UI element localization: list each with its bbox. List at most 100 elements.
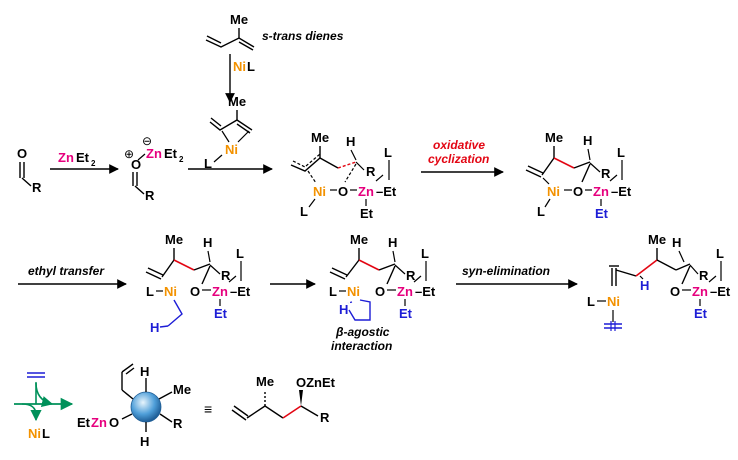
et-zn: Zn [212, 284, 228, 299]
nil-reagent-l: L [247, 59, 255, 74]
oxa-zn-et2: Et [595, 206, 609, 221]
ag-r: R [406, 268, 416, 283]
syn-elimination-label: syn-elimination [462, 264, 550, 278]
ts-h: H [346, 134, 355, 149]
ag-zn-l: L [421, 246, 429, 261]
adduct-zn: Zn [146, 146, 162, 161]
chain-me: Me [256, 374, 274, 389]
ts-zn: Zn [358, 184, 374, 199]
ag-ni: Ni [347, 284, 360, 299]
adduct-sub: 2 [179, 155, 184, 164]
et-zn-et: –Et [230, 284, 251, 299]
ethyl-transfer-label: ethyl transfer [28, 264, 105, 278]
pr-h: H [672, 235, 681, 250]
et-r: R [221, 268, 231, 283]
et-ch-h: H [150, 320, 159, 335]
ts-zn-et: –Et [376, 184, 397, 199]
newman-r: R [173, 416, 183, 431]
ts-o: O [338, 184, 348, 199]
pr-zn: Zn [692, 284, 708, 299]
oxidative-label: oxidative [433, 138, 485, 152]
chain-oznet: OZnEt [296, 375, 336, 390]
ethylene-release: Ni L [14, 372, 74, 441]
newman-projection: H H Me R Et Zn O [77, 363, 191, 449]
et-ni: Ni [164, 284, 177, 299]
complex-me-label: Me [228, 94, 246, 109]
complex-l: L [204, 156, 212, 171]
ag-h: H [388, 235, 397, 250]
ag-zn-et2: Et [399, 306, 413, 321]
ag-zn: Zn [397, 284, 413, 299]
diene-me-label: Me [230, 12, 248, 27]
newman-top-h: H [140, 364, 149, 379]
et-me: Me [165, 232, 183, 247]
pr-ni: Ni [607, 294, 620, 309]
ts-me: Me [311, 130, 329, 145]
oxa-zn-l: L [617, 145, 625, 160]
oxidative-ts-complex: Me H R Ni O Zn –Et L Et L [290, 130, 397, 221]
pr-zn-et2: Et [694, 306, 708, 321]
ts-ni: Ni [313, 184, 326, 199]
oxa-zn-et: –Et [611, 184, 632, 199]
ni-diene-complex: Me Ni L [204, 94, 253, 171]
aldehyde-o: O [17, 146, 27, 161]
ag-me: Me [350, 232, 368, 247]
beta-agostic-label: β-agostic [335, 325, 390, 339]
pr-me: Me [648, 232, 666, 247]
et-o: O [190, 284, 200, 299]
release-ni: Ni [28, 426, 41, 441]
ag-o: O [375, 284, 385, 299]
et-ni-l: L [146, 284, 154, 299]
znet2-reagent-et: Et [76, 150, 90, 165]
oxa-me: Me [545, 130, 563, 145]
znet2-reagent-sub: 2 [91, 159, 96, 168]
ag-ni-l: L [329, 284, 337, 299]
oxa-h: H [583, 133, 592, 148]
ts-r: R [366, 164, 376, 179]
ag-agostic-h: H [339, 302, 348, 317]
adduct-r: R [145, 188, 155, 203]
open-chain-product: Me R OZnEt [231, 374, 336, 425]
interaction-label: interaction [331, 339, 392, 353]
release-l: L [42, 426, 50, 441]
chain-r: R [320, 410, 330, 425]
oxanickelacycle: Me H R Ni O Zn –Et L Et L [525, 130, 632, 221]
pr-zn-l: L [716, 246, 724, 261]
oxa-ni-l: L [537, 204, 545, 219]
et-h: H [203, 235, 212, 250]
pr-o: O [670, 284, 680, 299]
beta-agostic-intermediate: Me H R L Ni O Zn –Et L Et H [329, 232, 436, 321]
pr-ni-l: L [587, 294, 595, 309]
oxa-r: R [601, 166, 611, 181]
aldehyde-r: R [32, 180, 42, 195]
adduct-minus: ⊖ [142, 134, 152, 148]
oxa-zn: Zn [593, 184, 609, 199]
ag-zn-et: –Et [415, 284, 436, 299]
adduct-o: O [131, 157, 141, 172]
ethyl-transfer-intermediate: Me H R L Ni O Zn –Et L Et H [145, 232, 251, 335]
adduct-et: Et [164, 146, 178, 161]
newman-o: O [109, 415, 119, 430]
oxa-ni: Ni [547, 184, 560, 199]
adduct-plus: ⊕ [124, 147, 134, 161]
pr-allyl-h: H [640, 278, 649, 293]
equivalence-sign: ≡ [204, 401, 212, 417]
nil-reagent-ni: Ni [233, 59, 246, 74]
cyclization-label: cyclization [428, 152, 489, 166]
newman-zn: Zn [91, 415, 107, 430]
ts-ni-l: L [300, 204, 308, 219]
s-trans-dienes-label: s-trans dienes [262, 29, 344, 43]
ni-product-complex: Me H H R O Zn –Et L Et L Ni [587, 232, 731, 331]
ts-zn-et2: Et [360, 206, 374, 221]
oxa-o: O [573, 184, 583, 199]
diene-top: Me s-trans dienes [205, 12, 344, 51]
newman-sphere [130, 391, 162, 423]
pr-r: R [699, 268, 709, 283]
newman-et: Et [77, 415, 91, 430]
newman-bottom-h: H [140, 434, 149, 449]
et-zn-et2: Et [214, 306, 228, 321]
pr-zn-et: –Et [710, 284, 731, 299]
aldehyde: O R [17, 146, 42, 195]
et-zn-l: L [236, 246, 244, 261]
